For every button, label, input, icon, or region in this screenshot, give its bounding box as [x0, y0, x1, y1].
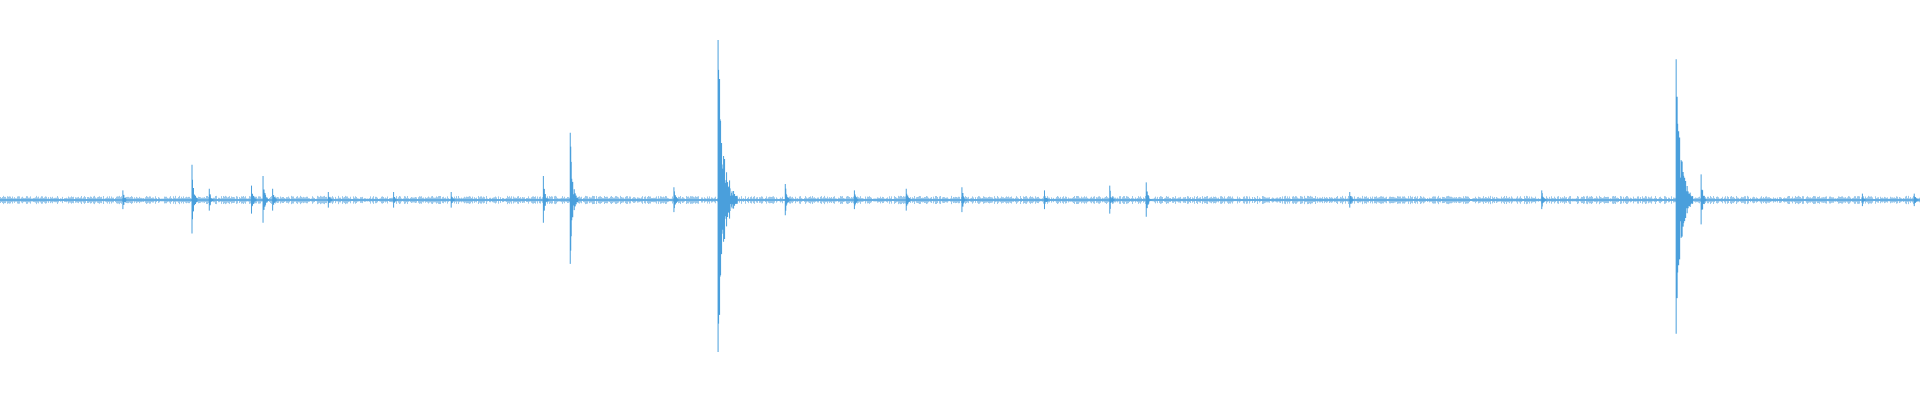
waveform-peak-14 [853, 190, 861, 210]
waveform-peak-10 [569, 132, 579, 264]
waveform-peak-5 [272, 188, 279, 211]
waveform-peak-7 [393, 192, 400, 208]
waveform-peak-19 [1145, 182, 1153, 217]
waveform-peak-4 [262, 176, 270, 223]
waveform-peak-2 [208, 188, 216, 211]
waveform-peak-22 [1675, 59, 1694, 334]
waveform-peak-3 [251, 185, 258, 214]
waveform-peak-11 [673, 187, 680, 213]
waveform-peak-1 [191, 164, 198, 234]
waveform-peak-0 [122, 190, 129, 210]
waveform-peak-24 [1861, 193, 1869, 207]
waveform-peak-25 [1913, 193, 1920, 207]
waveform-peak-18 [1109, 185, 1116, 214]
waveform-peak-15 [905, 188, 913, 211]
waveform-peak-13 [784, 184, 792, 216]
waveform-peak-12 [717, 40, 738, 352]
waveform-peak-17 [1043, 190, 1051, 210]
waveform-peak-6 [327, 192, 335, 208]
waveform-peak-21 [1541, 190, 1548, 210]
waveform-peak-23 [1700, 174, 1708, 225]
waveform-peak-9 [542, 176, 550, 223]
waveform-peak-16 [961, 187, 968, 213]
waveform-peak-20 [1349, 192, 1356, 208]
waveform-peak-8 [450, 192, 458, 208]
